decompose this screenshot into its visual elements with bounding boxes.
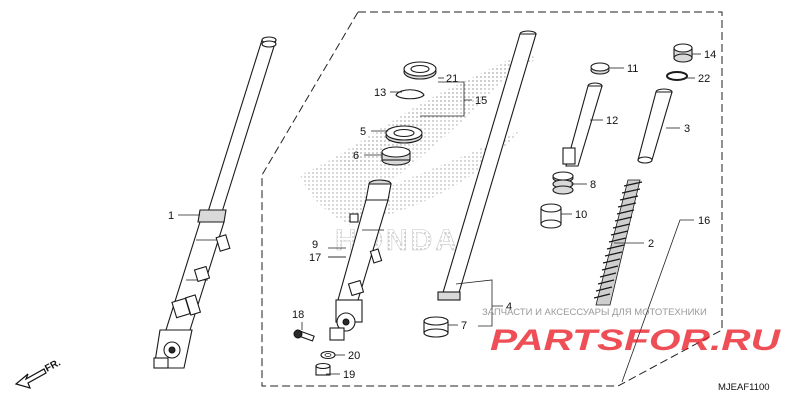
front-direction-label: FR. — [43, 357, 63, 374]
stopper-ring-13 — [395, 89, 425, 100]
oil-seal-21 — [403, 61, 437, 80]
assembly-boundary — [261, 11, 723, 387]
callout-17: 17 — [309, 252, 321, 264]
callout-21: 21 — [446, 73, 458, 85]
callout-14: 14 — [704, 49, 716, 61]
partsfor-watermark: ЗАПЧАСТИ И АКСЕССУАРЫ ДЛЯ МОТОТЕХНИКИ PA… — [482, 307, 782, 357]
callout-12: 12 — [606, 115, 618, 127]
callout-15: 15 — [475, 95, 487, 107]
watermark-caption: ЗАПЧАСТИ И АКСЕССУАРЫ ДЛЯ МОТОТЕХНИКИ — [482, 307, 707, 318]
spring-collar-3 — [637, 88, 673, 164]
callout-8: 8 — [590, 179, 596, 191]
callout-lines — [178, 53, 701, 383]
guide-bushing-7 — [423, 316, 449, 338]
callout-5: 5 — [360, 126, 366, 138]
sealing-washer-20 — [320, 350, 336, 360]
callout-3: 3 — [684, 123, 690, 135]
callout-18: 18 — [292, 309, 304, 321]
callout-10: 10 — [575, 209, 587, 221]
drain-bolt-19 — [315, 362, 331, 376]
callout-2: 2 — [648, 238, 654, 250]
callout-4: 4 — [506, 301, 512, 313]
diagram-code: MJEAF1100 — [718, 382, 770, 393]
fork-assembly-complete — [153, 36, 277, 369]
callout-7: 7 — [461, 320, 467, 332]
oil-lock-piece-10 — [540, 203, 562, 229]
socket-bolt-18 — [293, 329, 315, 342]
fork-slider — [329, 179, 392, 341]
piston-rod-12 — [562, 82, 603, 167]
callout-6: 6 — [353, 150, 359, 162]
callout-20: 20 — [348, 350, 360, 362]
o-ring-22 — [666, 71, 688, 81]
callout-labels: 1 2 3 4 5 6 7 8 9 10 11 12 13 14 15 16 1… — [168, 49, 716, 381]
callout-16: 16 — [698, 215, 710, 227]
callout-1: 1 — [168, 210, 174, 222]
rebound-spring-8 — [552, 171, 574, 195]
oil-seal-5 — [385, 125, 423, 144]
fork-bolt-14 — [673, 43, 693, 63]
front-direction-arrow: FR. — [14, 357, 63, 389]
callout-11: 11 — [627, 63, 638, 75]
callout-9: 9 — [312, 239, 318, 251]
callout-13: 13 — [374, 87, 386, 99]
callout-22: 22 — [698, 73, 710, 85]
fork-pipe — [437, 30, 537, 301]
watermark-brand: PARTSFOR.RU — [490, 324, 782, 357]
slider-bushing-6 — [381, 146, 411, 166]
fork-spring-2 — [593, 179, 643, 306]
callout-19: 19 — [343, 369, 355, 381]
washer-11 — [590, 62, 610, 75]
